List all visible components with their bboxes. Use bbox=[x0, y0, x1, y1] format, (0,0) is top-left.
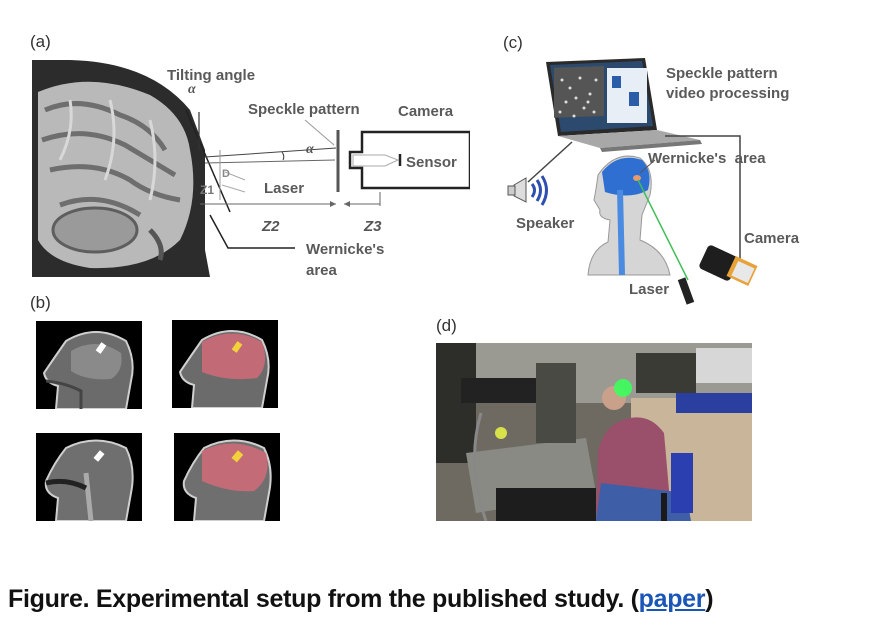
speaker-label: Speaker bbox=[516, 215, 575, 232]
laser-device bbox=[677, 277, 695, 305]
camera-device bbox=[699, 245, 758, 287]
camera-box bbox=[348, 130, 470, 190]
tilt-line bbox=[185, 109, 231, 213]
mri-image-4 bbox=[174, 433, 280, 521]
paper-link[interactable]: paper bbox=[638, 585, 706, 613]
beam-alpha-symbol: α bbox=[306, 142, 314, 157]
speckle-pointer bbox=[304, 119, 335, 146]
laptop-illustration bbox=[546, 58, 702, 152]
panel-d-label: (d) bbox=[436, 316, 457, 335]
panel-c-label: (c) bbox=[503, 33, 523, 52]
reflected-beam bbox=[204, 147, 337, 158]
camera-label-c: Camera bbox=[744, 230, 800, 247]
camera-cable bbox=[665, 135, 741, 268]
lab-photo bbox=[436, 343, 752, 521]
panel-c-diagram bbox=[507, 58, 758, 305]
laser-label: Laser bbox=[264, 180, 305, 197]
laser-beam-c bbox=[637, 179, 689, 281]
caption-closing: ) bbox=[705, 585, 714, 613]
alpha-arc bbox=[281, 151, 285, 161]
z2-label: Z2 bbox=[262, 218, 280, 235]
tilting-angle-label: Tilting angle bbox=[167, 67, 256, 84]
mri-image-1 bbox=[36, 321, 142, 409]
camera-label: Camera bbox=[398, 103, 454, 120]
wernicke-label-line2: area bbox=[306, 262, 337, 279]
wernicke-label-line1: Wernicke's bbox=[306, 241, 385, 258]
panel-b-label: (b) bbox=[30, 293, 51, 312]
z1-label: Z1 bbox=[200, 183, 215, 197]
sensor-label: Sensor bbox=[406, 154, 457, 171]
tilting-alpha-symbol: α bbox=[188, 82, 196, 97]
d-label: D bbox=[222, 168, 230, 180]
wernicke-pointer bbox=[209, 214, 295, 249]
wernicke-pointer-c bbox=[639, 159, 656, 174]
speckle-pattern-label: Speckle pattern bbox=[248, 101, 360, 118]
wernicke-label-c: Wernicke's area bbox=[648, 150, 766, 167]
processing-label-line2: video processing bbox=[666, 85, 790, 102]
z1-pointer bbox=[221, 184, 246, 193]
speaker-icon bbox=[507, 175, 548, 206]
z3-label: Z3 bbox=[364, 218, 382, 235]
mri-image-3 bbox=[36, 433, 142, 521]
brain-illustration bbox=[38, 81, 194, 269]
laser-label-c: Laser bbox=[629, 281, 670, 298]
figure-caption: Figure. Experimental setup from the publ… bbox=[8, 585, 714, 614]
caption-text: Figure. Experimental setup from the publ… bbox=[8, 585, 639, 613]
mri-image-2 bbox=[172, 320, 278, 408]
processing-label-line1: Speckle pattern bbox=[666, 65, 778, 82]
head-illustration bbox=[587, 155, 671, 276]
panel-a-label: (a) bbox=[30, 32, 51, 51]
speaker-cable bbox=[527, 141, 573, 183]
panel-a-diagram bbox=[32, 60, 470, 277]
laser-beam bbox=[204, 159, 336, 164]
d-pointer bbox=[224, 171, 246, 181]
